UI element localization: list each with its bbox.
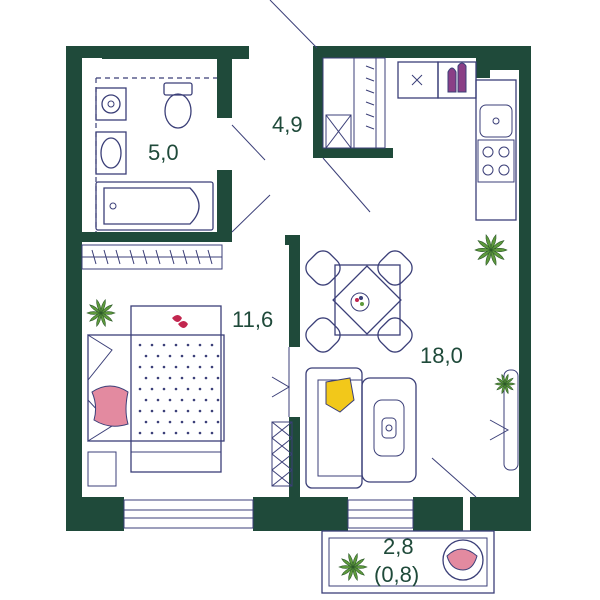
bed-dot — [162, 343, 166, 347]
bed-dot — [186, 365, 190, 369]
bed-dot — [174, 431, 178, 435]
bed-dot — [180, 398, 184, 402]
bed-dot — [144, 354, 148, 358]
bed-dot — [150, 387, 154, 391]
bed-dot — [186, 343, 190, 347]
bed-dot — [138, 365, 142, 369]
bed-dot — [186, 431, 190, 435]
plants — [86, 234, 516, 581]
bed-dot — [162, 431, 166, 435]
door-lines — [231, 0, 477, 498]
bed-dot — [204, 398, 208, 402]
bed-dot — [204, 354, 208, 358]
bed-dot — [204, 376, 208, 380]
kitchen-furniture — [397, 61, 517, 221]
bed-dot — [174, 343, 178, 347]
balcony-reduced-area-label: (0,8) — [374, 562, 419, 587]
bed-dot — [180, 376, 184, 380]
bed-dots — [138, 343, 220, 435]
bed-dot — [198, 365, 202, 369]
bed-dot — [180, 354, 184, 358]
bed-dot — [210, 365, 214, 369]
bed-dot — [150, 343, 154, 347]
bed-dot — [192, 376, 196, 380]
bed-dot — [216, 398, 220, 402]
bedroom-furniture — [87, 305, 225, 487]
bed-dot — [198, 409, 202, 413]
bed-dot — [204, 420, 208, 424]
bed-dot — [198, 431, 202, 435]
walls — [66, 46, 531, 531]
living-furniture — [305, 367, 417, 489]
hallway-area-label: 4,9 — [272, 112, 303, 137]
bed-dot — [174, 365, 178, 369]
bed-dot — [216, 420, 220, 424]
bed-dot — [144, 420, 148, 424]
bed-dot — [216, 354, 220, 358]
plant-icon — [494, 373, 516, 395]
balcony-area-label: 2,8 — [383, 534, 414, 559]
plant-icon — [338, 553, 368, 581]
balcony — [321, 530, 495, 594]
bed-dot — [168, 398, 172, 402]
bed-dot — [210, 343, 214, 347]
bed-dot — [186, 409, 190, 413]
bed-dot — [192, 354, 196, 358]
bed-dot — [168, 376, 172, 380]
bed-dot — [138, 387, 142, 391]
bed-dot — [168, 354, 172, 358]
windows — [123, 499, 414, 529]
bed-dot — [162, 365, 166, 369]
bed-dot — [138, 409, 142, 413]
doors — [271, 347, 519, 471]
bed-dot — [198, 343, 202, 347]
bed-dot — [198, 387, 202, 391]
bed-dot — [210, 409, 214, 413]
area-labels: 5,0 4,9 11,6 18,0 2,8 (0,8) — [148, 112, 463, 587]
bed-dot — [174, 409, 178, 413]
bed-dot — [216, 376, 220, 380]
bed-dot — [150, 431, 154, 435]
bed-dot — [156, 398, 160, 402]
bed-dot — [138, 431, 142, 435]
bed-dot — [192, 420, 196, 424]
bedroom-area-label: 11,6 — [232, 307, 273, 332]
bed-dot — [168, 420, 172, 424]
bed-dot — [162, 387, 166, 391]
dining-set — [305, 250, 413, 353]
bed-dot — [144, 376, 148, 380]
bed-dot — [180, 420, 184, 424]
bed-dot — [156, 376, 160, 380]
living-area-label: 18,0 — [420, 343, 463, 368]
bathroom-fixtures — [95, 77, 217, 232]
bed-dot — [186, 387, 190, 391]
bed-dot — [156, 354, 160, 358]
bed-dot — [150, 409, 154, 413]
bed-dot — [150, 365, 154, 369]
bed-dot — [192, 398, 196, 402]
bed-dot — [138, 343, 142, 347]
plant-icon — [474, 234, 508, 266]
bathroom-area-label: 5,0 — [148, 140, 179, 165]
bed-dot — [156, 420, 160, 424]
bed-dot — [210, 431, 214, 435]
bed-dot — [174, 387, 178, 391]
bed-dot — [162, 409, 166, 413]
bed-dot — [144, 398, 148, 402]
wardrobes — [81, 57, 386, 487]
plant-icon — [86, 299, 116, 327]
bed-dot — [210, 387, 214, 391]
